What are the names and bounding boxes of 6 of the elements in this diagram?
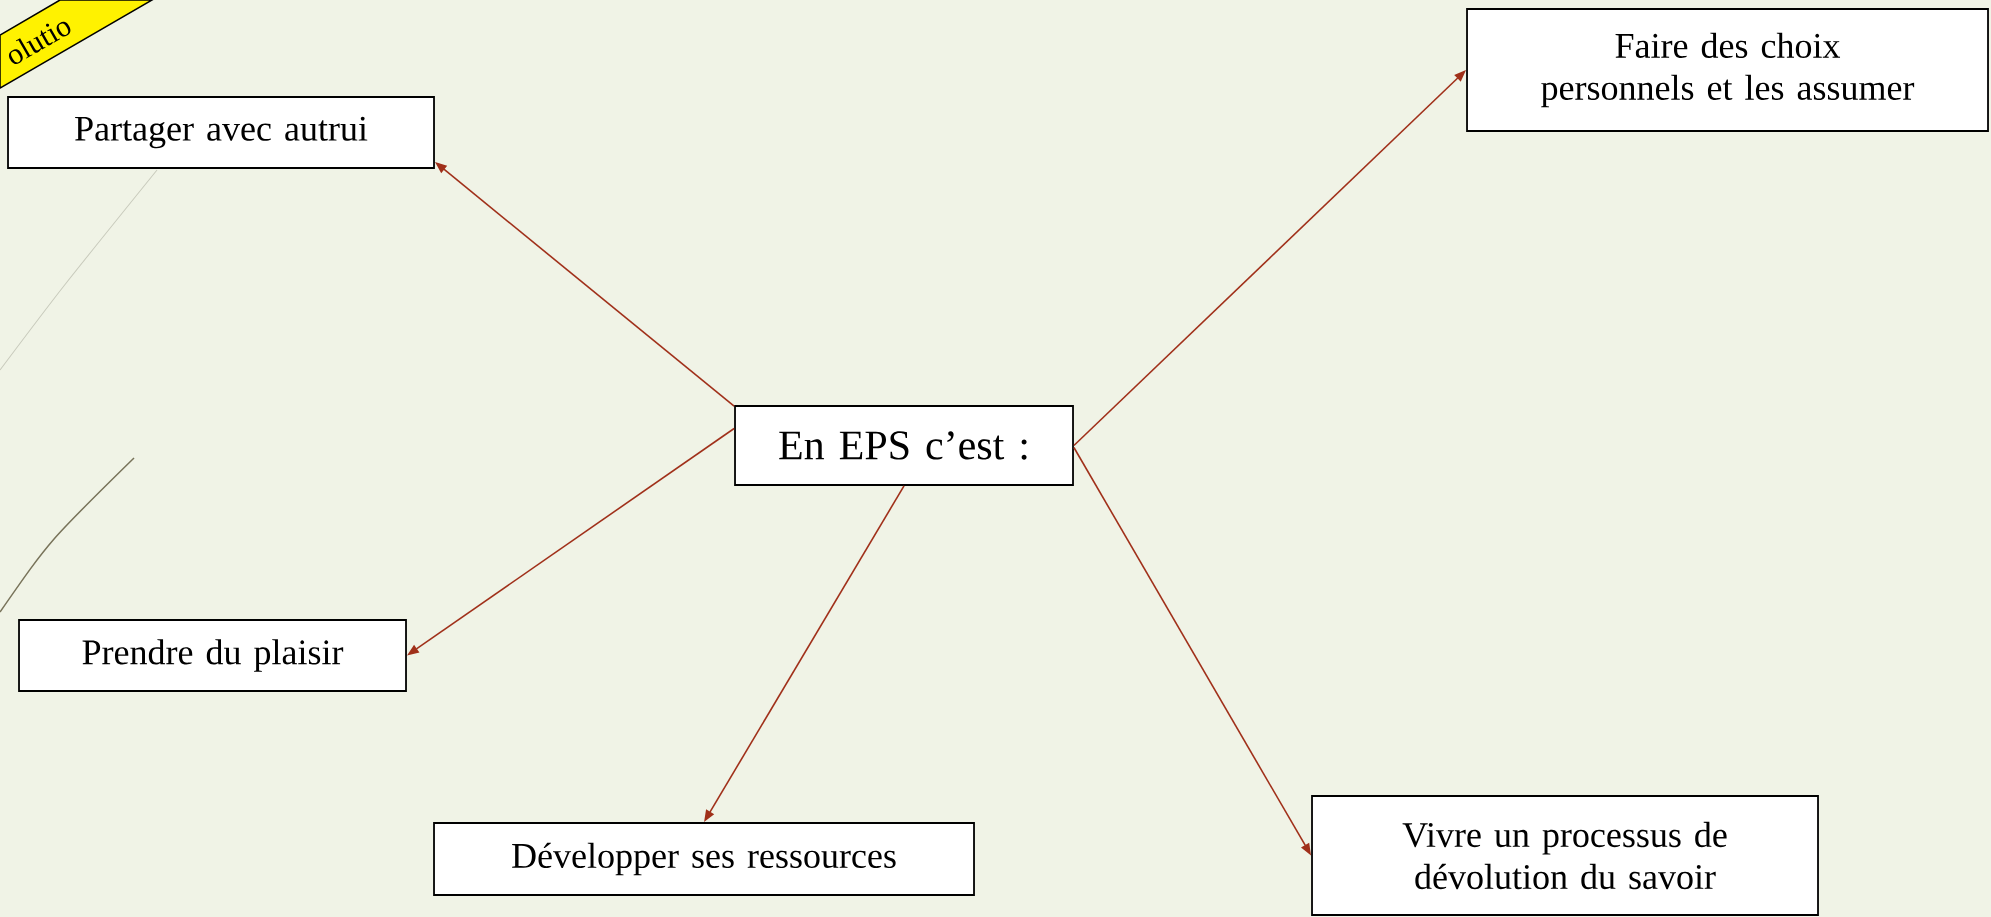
text-box: Vivre un processus de dévolution du savoir	[1311, 795, 1819, 916]
text-box: Partager avec autrui	[7, 96, 435, 169]
text-box: Prendre du plaisir	[18, 619, 407, 692]
text-box: En EPS c’est :	[734, 405, 1074, 486]
text-box: Faire des choix personnels et les assumer	[1466, 8, 1989, 132]
text-box: Développer ses ressources	[433, 822, 975, 896]
